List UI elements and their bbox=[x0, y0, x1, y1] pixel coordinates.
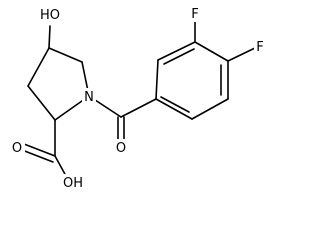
bond-ar2-ar3 bbox=[157, 41, 196, 61]
acid-oxygen-label-bg bbox=[10, 139, 25, 156]
acid-hydroxyl-label: OH bbox=[63, 176, 83, 191]
bond-amide-aryl bbox=[120, 98, 157, 118]
ring-nitrogen-label: N bbox=[84, 90, 94, 105]
fluorine-top-label-bg bbox=[189, 5, 202, 22]
chemical-structure: HO N F F O O OH bbox=[10, 5, 267, 192]
bond-aromatic-inner-1 bbox=[163, 48, 195, 65]
bond-c3-c4 bbox=[27, 47, 50, 87]
bond-cooh-carbonyl-a bbox=[23, 143, 56, 157]
bond-aromatic-inner-3 bbox=[160, 96, 190, 113]
acid-oxygen-label: O bbox=[12, 141, 22, 156]
ring-nitrogen-label-bg bbox=[82, 88, 96, 105]
carbonyl-oxygen-label: O bbox=[116, 141, 126, 156]
hydroxyl-label: HO bbox=[40, 8, 60, 23]
bond-cooh-hydroxyl bbox=[54, 155, 67, 177]
atom-label-layer: HO N F F O O OH bbox=[10, 5, 267, 192]
bond-cooh-carbonyl-b bbox=[21, 149, 54, 163]
bond-ho-c4 bbox=[48, 25, 51, 49]
bond-ar6-ar1 bbox=[155, 98, 193, 120]
fluorine-right-label: F bbox=[256, 40, 263, 55]
fluorine-right-label-bg bbox=[254, 38, 267, 55]
bond-c4-c5 bbox=[48, 47, 83, 63]
acid-hydroxyl-label-bg bbox=[60, 174, 86, 192]
bond-ar3-ar4 bbox=[194, 41, 229, 62]
bond-ar5-ar6 bbox=[191, 98, 229, 120]
fluorine-top-label: F bbox=[191, 7, 198, 22]
bond-layer bbox=[21, 20, 256, 177]
bond-c2-c3 bbox=[27, 85, 56, 121]
carbonyl-oxygen-label-bg bbox=[114, 139, 129, 156]
hydroxyl-label-bg bbox=[37, 5, 65, 24]
bond-ar1-ar2 bbox=[155, 59, 159, 100]
bond-ar4-f bbox=[227, 47, 256, 62]
